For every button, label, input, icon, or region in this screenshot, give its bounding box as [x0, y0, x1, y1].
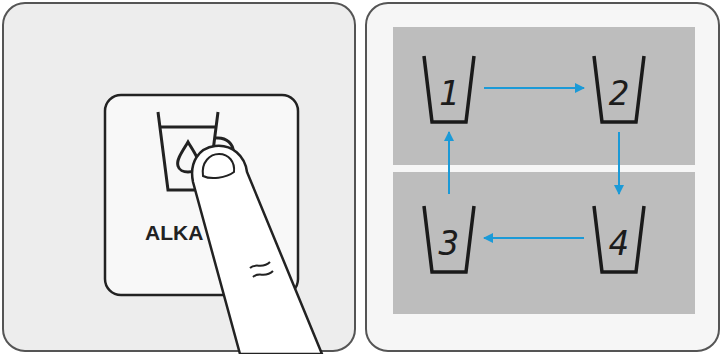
- cup-outline-path: [424, 206, 474, 272]
- display-cup: 4: [592, 202, 646, 274]
- display-digit: 4: [609, 213, 629, 263]
- press-mark: [250, 262, 270, 268]
- cup-outline-path: [424, 56, 474, 122]
- left-panel: [3, 3, 355, 351]
- finger: [192, 146, 322, 354]
- display-band: [393, 27, 695, 165]
- sequence-arrow: [484, 87, 584, 89]
- button-face: ALKA: [105, 95, 298, 295]
- display-digit: 1: [439, 63, 459, 113]
- display-cup: 1: [422, 52, 476, 124]
- display-band: [393, 172, 695, 314]
- button-label: ALKA: [145, 221, 203, 244]
- sequence-arrow: [484, 237, 584, 239]
- sequence-arrow: [618, 132, 620, 194]
- finger-outline: [192, 146, 322, 354]
- fingernail: [203, 154, 234, 178]
- display-cup: 3: [422, 202, 476, 274]
- display-digit: 3: [439, 213, 459, 263]
- display-cup: 2: [592, 52, 646, 124]
- right-panel: [366, 3, 719, 351]
- press-mark: [253, 271, 273, 277]
- press-marks: [250, 262, 273, 277]
- water-level: [160, 126, 216, 129]
- sequence-arrow: [448, 132, 450, 194]
- cup-outline-path: [594, 206, 644, 272]
- cup-outline-path: [594, 56, 644, 122]
- display-digit: 2: [609, 63, 629, 113]
